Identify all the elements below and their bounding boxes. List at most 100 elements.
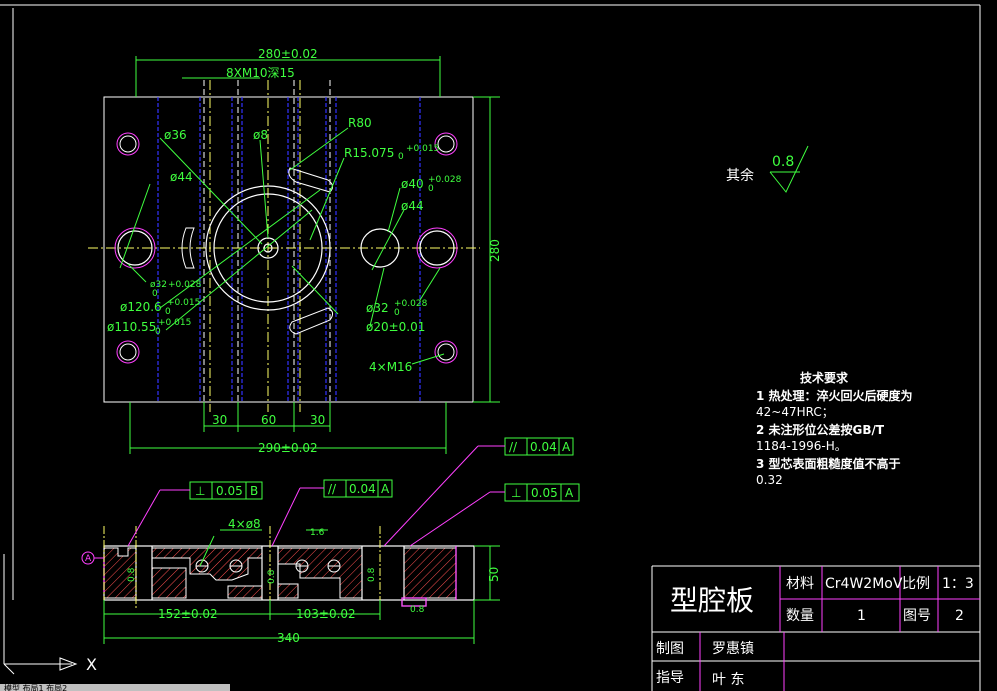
fcf-par-a2-symbol: //: [509, 440, 518, 454]
roughness-08-c: 0.8: [367, 567, 377, 582]
fcf-par-a2-value: 0.04: [530, 440, 557, 454]
material-value: Cr4W2MoV: [825, 576, 903, 592]
holes-4x8-label: 4×ø8: [228, 517, 261, 531]
dim-152: 152±0.02: [158, 607, 218, 621]
dia-120-tol-dn: 0: [165, 307, 171, 317]
ucs-icon: X: [3, 554, 97, 675]
fcf-perp-a-datum: A: [565, 486, 574, 500]
m16-label: 4×M16: [369, 360, 412, 374]
tech-title: 技术要求: [800, 370, 849, 385]
side-pocket: [181, 227, 195, 269]
slot-lower: [289, 307, 334, 335]
fcf-perp-b-datum: B: [250, 484, 258, 498]
dia-32-left-tol-up: +0.028: [168, 280, 202, 290]
dia-120-tol-up: +0.015: [167, 298, 200, 308]
part-name: 型腔板: [670, 584, 754, 617]
title-block: 型腔板 材料 Cr4W2MoV 比例 1：3 数量 1 图号 2 制图 罗惠镇 …: [651, 565, 980, 691]
drafter-label: 制图: [656, 641, 684, 657]
drawing-no-label: 图号: [903, 608, 931, 624]
dia-44-right-label: ø44: [401, 199, 424, 213]
guide-hole-marks: [114, 227, 458, 269]
tech-line-4: 1184-1996-H。: [756, 439, 847, 453]
tech-line-6: 0.32: [756, 473, 783, 487]
roughness-symbol: [769, 145, 809, 193]
tech-requirements: 技术要求 1 热处理：淬火回火后硬度为 42~47HRC； 2 未注形位公差按G…: [756, 370, 913, 487]
fcf-perp-b-value: 0.05: [216, 484, 243, 498]
dim-30-right: 30: [310, 413, 325, 427]
dia-120-label: ø120.6: [120, 300, 162, 314]
command-bar[interactable]: 模型 布局1 布局2: [0, 683, 230, 691]
scale-value: 1：3: [942, 576, 974, 592]
dia-32-right-tol-dn: 0: [394, 308, 400, 318]
command-tabs[interactable]: 模型 布局1 布局2: [4, 683, 67, 691]
dia-20-label: ø20±0.01: [366, 320, 425, 334]
thread-note: 8XM10深15: [226, 66, 295, 80]
width-bottom-dim: 290±0.02: [258, 441, 318, 455]
material-label: 材料: [786, 576, 814, 592]
fcf-perp-b-symbol: ⊥: [195, 484, 205, 498]
roughness-08-a: 0.8: [127, 567, 137, 582]
surface-note-label: 其余: [726, 167, 754, 184]
dia-110-tol-dn: 0: [155, 327, 161, 337]
quantity-value: 1: [857, 608, 866, 624]
advisor-label: 指导: [656, 670, 684, 686]
top-dim-lines: [119, 56, 500, 454]
dia-40-label: ø40: [401, 177, 424, 191]
drawing-no-value: 2: [955, 608, 964, 624]
advisor-name: 叶 东: [712, 672, 744, 688]
datum-a-marker: [81, 551, 104, 565]
top-dim-labels: 280±0.02 8XM10深15 ø36 ø8 R80 R15.075 +0.…: [107, 47, 502, 455]
fcf-par-a1-symbol: //: [328, 482, 337, 496]
tech-line-5: 3 型芯表面粗糙度值不高于: [756, 456, 901, 471]
roughness-08-b: 0.8: [267, 569, 277, 584]
section-leaders: [127, 445, 505, 547]
dia-32-right-tol-up: +0.028: [394, 299, 428, 309]
r15-label: R15.075: [344, 146, 394, 160]
dim-30-left: 30: [212, 413, 227, 427]
dim-60: 60: [261, 413, 276, 427]
section-pin-holes: [195, 559, 341, 573]
drawing-frame: [0, 4, 981, 691]
dim-340: 340: [277, 631, 300, 645]
tech-line-1: 1 热处理：淬火回火后硬度为: [756, 388, 913, 403]
scale-label: 比例: [902, 576, 930, 592]
top-view: 280±0.02 8XM10深15 ø36 ø8 R80 R15.075 +0.…: [88, 47, 502, 455]
guide-holes: [117, 228, 455, 268]
dia-110-label: ø110.55: [107, 320, 156, 334]
dim-103: 103±0.02: [296, 607, 356, 621]
dia-36-label: ø36: [164, 128, 187, 142]
datum-a-label: A: [85, 554, 92, 564]
corner-screw-holes: [116, 132, 458, 364]
dia-44-left-label: ø44: [170, 170, 193, 184]
tech-line-3: 2 未注形位公差按GB/T: [756, 422, 885, 437]
dia-40-tol-up: +0.028: [428, 175, 462, 185]
surface-note-value: 0.8: [772, 154, 794, 170]
fcf-perp-a-symbol: ⊥: [511, 486, 521, 500]
roughness-08-d: 0.8: [410, 605, 425, 615]
center-lines: [88, 80, 480, 412]
section-view: ⊥ 0.05 B // 0.04 A // 0.04 A ⊥ 0.05 A 4×…: [81, 437, 580, 645]
dia-32-right-label: ø32: [366, 301, 389, 315]
dia-110-tol-up: +0.015: [158, 318, 191, 328]
dia-40-tol-dn: 0: [428, 184, 434, 194]
fcf-par-a2-datum: A: [562, 440, 571, 454]
ucs-x-label: X: [86, 655, 97, 674]
dia-32-left-tol-dn: 0: [152, 289, 158, 299]
tech-line-2: 42~47HRC；: [756, 405, 834, 419]
hidden-lines: [157, 97, 421, 402]
dia-32-left-label: ø32: [150, 280, 167, 290]
fcf-perp-a-value: 0.05: [531, 486, 558, 500]
fcf-par-a1-datum: A: [381, 482, 390, 496]
thickness-dim: 50: [487, 567, 501, 582]
roughness-16-label: 1.6: [310, 528, 325, 538]
section-labels: ⊥ 0.05 B // 0.04 A // 0.04 A ⊥ 0.05 A 4×…: [85, 440, 574, 645]
r80-label: R80: [348, 116, 372, 130]
quantity-label: 数量: [786, 608, 814, 624]
fcf-par-a1-value: 0.04: [349, 482, 376, 496]
side-height-dim: 280: [488, 239, 502, 262]
r15-tol-up: +0.015: [406, 144, 439, 154]
dia-8-label: ø8: [253, 128, 268, 142]
r15-tol-dn: 0: [398, 152, 404, 162]
width-top-dim: 280±0.02: [258, 47, 318, 61]
